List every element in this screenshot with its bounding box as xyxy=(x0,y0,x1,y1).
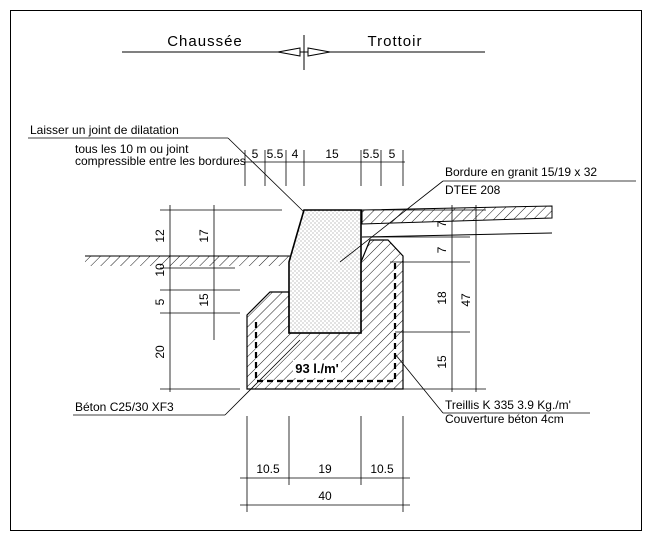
note-treillis-text: Treillis K 335 3.9 Kg./m' xyxy=(445,398,571,412)
volume-label: 93 l./m' xyxy=(295,361,339,376)
note-couverture-text: Couverture béton 4cm xyxy=(445,412,564,426)
dims-bottom: 10.5 19 10.5 40 xyxy=(240,416,410,512)
note-beton: Béton C25/30 XF3 xyxy=(73,339,301,416)
dim-top-1: 5 xyxy=(252,147,259,161)
dim-top-6: 5 xyxy=(389,147,396,161)
dim-right-7a: 7 xyxy=(435,220,449,227)
note-joint-line3: compressible entre les bordures xyxy=(75,154,246,168)
dim-right-18: 18 xyxy=(435,291,449,305)
note-bordure-text: Bordure en granit 15/19 x 32 xyxy=(445,165,597,179)
dim-top-5: 5.5 xyxy=(363,147,380,161)
dim-bottom-total: 40 xyxy=(318,489,332,503)
dim-left-12: 12 xyxy=(153,229,167,243)
dim-bottom-3: 10.5 xyxy=(370,462,394,476)
header: Chaussée Trottoir xyxy=(122,33,485,70)
dim-top-2: 5.5 xyxy=(267,147,284,161)
dim-left-17: 17 xyxy=(197,229,211,243)
header-left-label: Chaussée xyxy=(167,33,243,50)
dims-top: 5 5.5 4 15 5.5 5 xyxy=(244,147,405,186)
dim-bottom-1: 10.5 xyxy=(256,462,280,476)
note-joint-line2: tous les 10 m ou joint xyxy=(75,142,189,156)
sheet-border xyxy=(10,10,642,531)
ground-left xyxy=(85,255,290,266)
sidewalk-slab xyxy=(361,205,553,238)
dim-left-5: 5 xyxy=(153,298,167,305)
granite-curb xyxy=(288,209,362,334)
header-right-label: Trottoir xyxy=(368,33,423,50)
dim-right-15: 15 xyxy=(435,355,449,369)
dims-left: 12 10 5 20 17 15 xyxy=(153,205,282,392)
dim-top-4: 15 xyxy=(325,147,339,161)
dim-bottom-2: 19 xyxy=(318,462,332,476)
note-beton-text: Béton C25/30 XF3 xyxy=(75,400,174,414)
dim-left-15: 15 xyxy=(197,293,211,307)
dim-right-47: 47 xyxy=(459,293,473,307)
note-joint: Laisser un joint de dilatation tous les … xyxy=(28,123,305,213)
dims-right: 7 7 18 15 47 xyxy=(372,205,486,392)
dim-left-10: 10 xyxy=(153,263,167,277)
note-dtee-text: DTEE 208 xyxy=(445,183,501,197)
dim-top-3: 4 xyxy=(292,147,299,161)
note-joint-line1: Laisser un joint de dilatation xyxy=(30,123,179,137)
concrete-foundation: 93 l./m' xyxy=(246,239,404,390)
note-bordure: Bordure en granit 15/19 x 32 DTEE 208 xyxy=(339,165,636,263)
dim-right-7b: 7 xyxy=(435,246,449,253)
note-treillis: Treillis K 335 3.9 Kg./m' Couverture bét… xyxy=(394,353,590,426)
dim-left-20: 20 xyxy=(153,345,167,359)
